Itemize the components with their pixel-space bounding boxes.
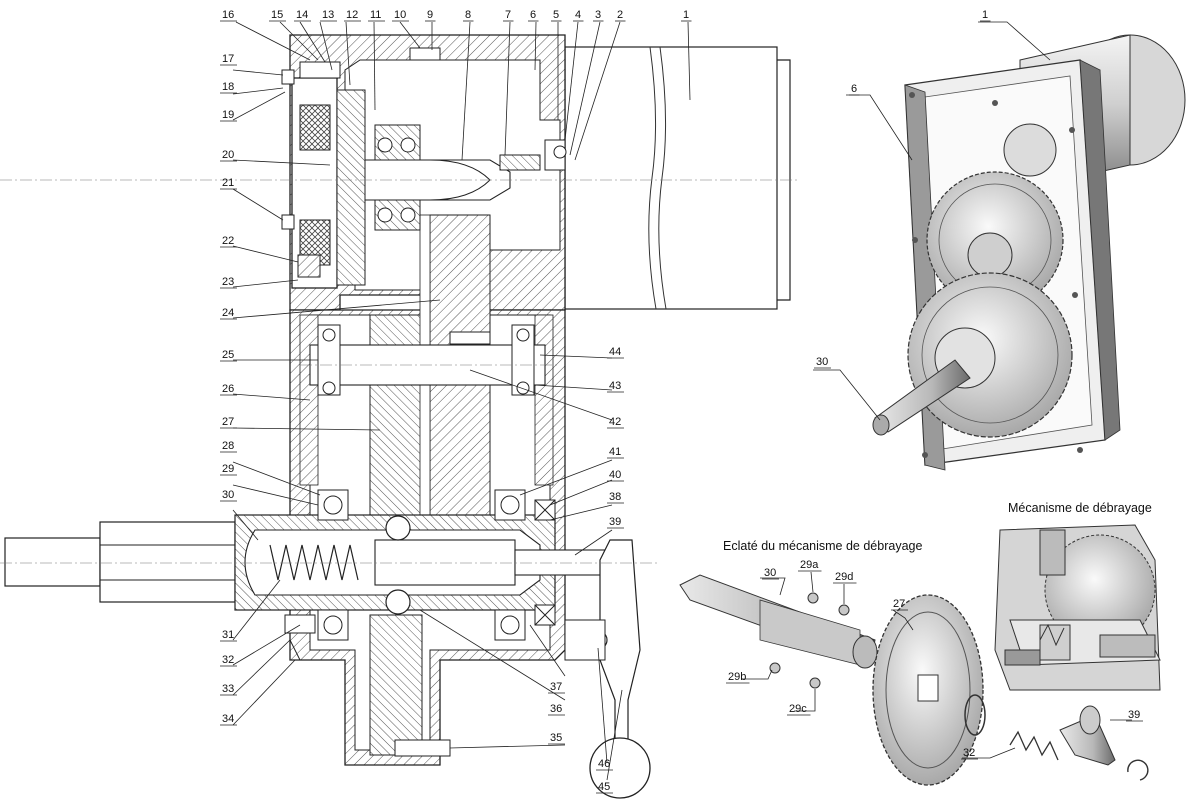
part-label: 25 [222,349,234,361]
part-label: 2 [617,9,623,21]
part-label: 32 [222,654,234,666]
part-label: 46 [598,758,610,770]
part-label: 29 [222,463,234,475]
part-label: 39 [1128,709,1140,721]
ball-29c [809,677,821,689]
part-label: 41 [609,446,621,458]
part-label: 30 [764,567,776,579]
part-label: 19 [222,109,234,121]
exploded-view [679,571,1149,786]
part-label: 4 [575,9,581,21]
part-label: 38 [609,491,621,503]
part-label: 23 [222,276,234,288]
part-label: 24 [222,307,234,319]
part-label: 37 [550,681,562,693]
part-label: 33 [222,683,234,695]
part-label: 29a [800,559,819,571]
part-label: 31 [222,629,234,641]
part-label: 1 [683,9,689,21]
mechanism-view [994,524,1161,691]
part-label: 22 [222,235,234,247]
ball-29b [769,662,781,674]
part-label: 29d [835,571,853,583]
part-label: 43 [609,380,621,392]
part-label: 1 [982,9,988,21]
part-label: 15 [271,9,283,21]
part-label: 30 [816,356,828,368]
iso-view [813,21,1186,471]
part-label: 18 [222,81,234,93]
part-label: 6 [851,83,857,95]
part-label: 20 [222,149,234,161]
part-label: 45 [598,781,610,793]
part-label: 13 [322,9,334,21]
output-shaft-30 [4,537,101,587]
part-label: 14 [296,9,308,21]
part-label: 36 [550,703,562,715]
part-label: 39 [609,516,621,528]
part-label: 10 [394,9,406,21]
exploded-view-title: Eclaté du mécanisme de débrayage [723,539,922,553]
part-label: 34 [222,713,234,725]
motor-body [564,46,778,310]
part-label: 35 [550,732,562,744]
part-label: 29c [789,703,807,715]
part-label: 42 [609,416,621,428]
part-label: 8 [465,9,471,21]
release-lever [599,539,641,761]
ball-29d [838,604,850,616]
part-label: 11 [370,9,381,21]
part-label: 3 [595,9,601,21]
ball-29a [807,592,819,604]
part-label: 17 [222,53,234,65]
part-label: 27 [893,598,905,610]
part-label: 26 [222,383,234,395]
part-label: 5 [553,9,559,21]
part-label: 16 [222,9,234,21]
part-label: 7 [505,9,511,21]
part-label: 21 [222,177,234,189]
part-label: 12 [346,9,358,21]
part-label: 44 [609,346,621,358]
part-label: 32 [963,747,975,759]
part-label: 28 [222,440,234,452]
part-label: 40 [609,469,621,481]
part-label: 9 [427,9,433,21]
part-label: 27 [222,416,234,428]
part-label: 29b [728,671,746,683]
mechanism-view-title: Mécanisme de débrayage [1008,501,1152,515]
section-leaders [232,21,691,781]
part-label: 6 [530,9,536,21]
section-view [0,34,800,799]
part-label: 30 [222,489,234,501]
exploded-label-group: 30 29a 29d 27 29b 29c 32 39 [726,559,1143,760]
